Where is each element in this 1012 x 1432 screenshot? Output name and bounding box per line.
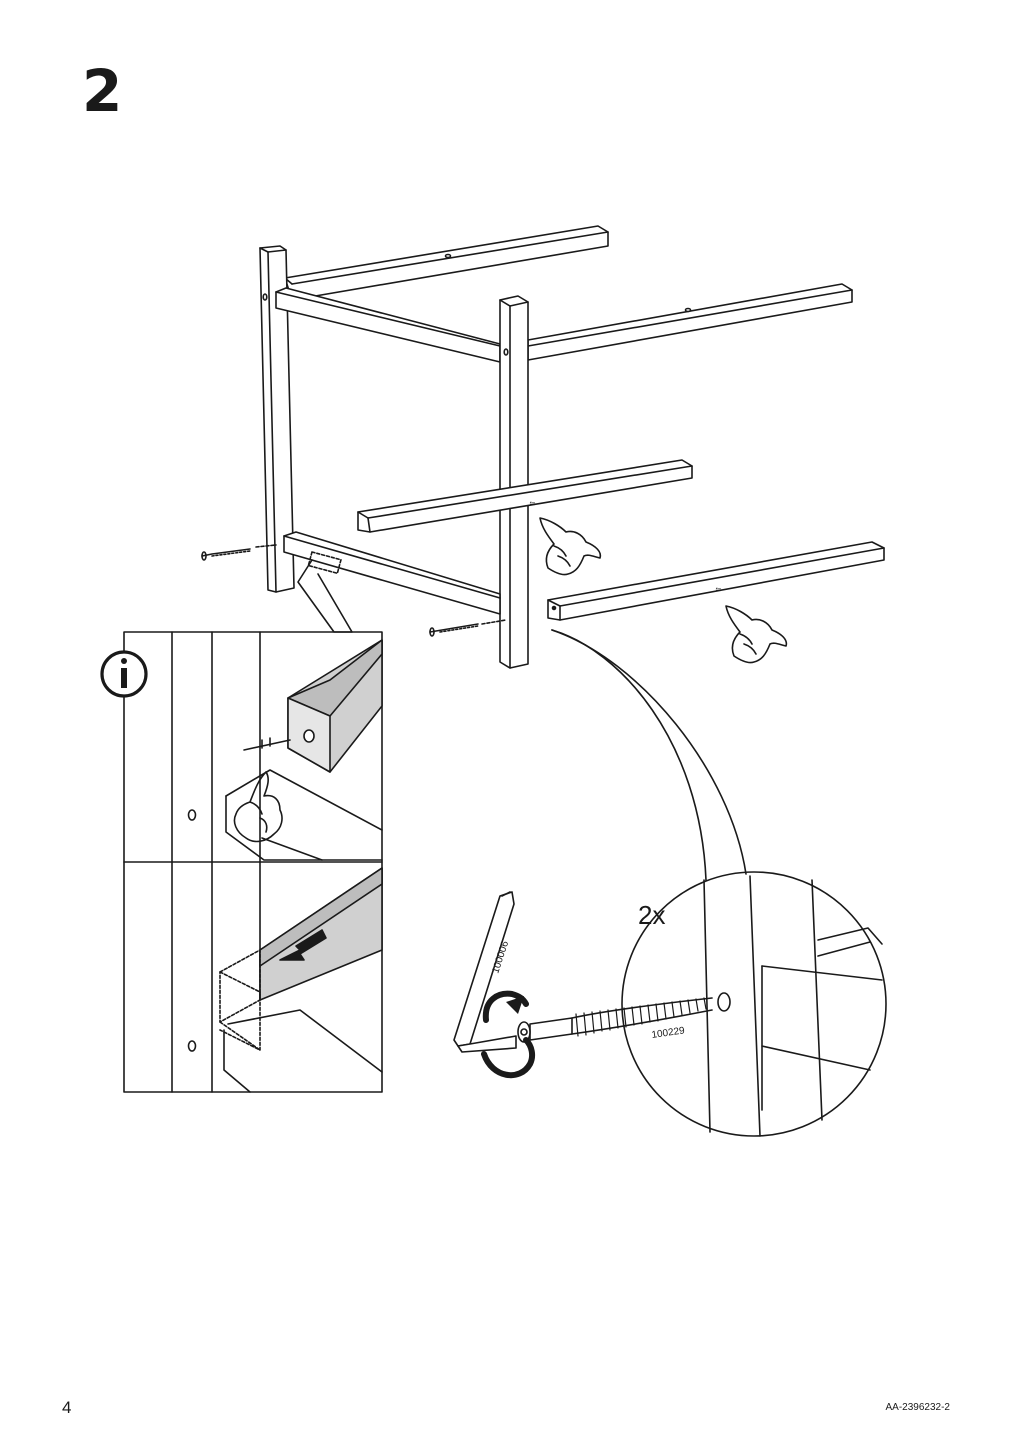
- document-code: AA-2396232-2: [885, 1402, 951, 1413]
- svg-text:⇋: ⇋: [529, 500, 536, 508]
- front-lower-rail: [283, 531, 501, 615]
- arrow-icon: [279, 929, 327, 961]
- screw-part-number: 100229: [651, 1025, 686, 1041]
- front-top-rail: [275, 287, 501, 363]
- info-icon: [100, 650, 148, 698]
- step-number: 2: [82, 57, 123, 125]
- back-top-rail: [284, 225, 609, 301]
- info-panel: [100, 631, 383, 1093]
- left-leg: [259, 245, 295, 593]
- right-leg: [499, 295, 529, 669]
- pointing-hand-icon: [539, 517, 602, 576]
- rotate-arrow-icon: [481, 990, 536, 1079]
- screw-detail: 2x 100006 100229: [453, 629, 887, 1137]
- right-top-rail: [527, 283, 853, 361]
- screw: [517, 997, 713, 1043]
- back-lower-rail: ⇋: [357, 459, 693, 533]
- pointing-hand-icon: [233, 771, 283, 843]
- screw-right: [429, 619, 507, 637]
- allen-key: [453, 891, 517, 1053]
- quantity-label: 2x: [638, 900, 665, 930]
- svg-text:⇋: ⇋: [715, 586, 722, 594]
- screw-left: [201, 544, 277, 561]
- gap-arrows: [243, 737, 291, 751]
- page-number: 4: [62, 1398, 72, 1417]
- right-lower-rail: ⇋: [547, 541, 885, 621]
- pointing-hand-icon: [725, 605, 788, 664]
- frame-assembly: ⇋ ⇋: [201, 225, 885, 669]
